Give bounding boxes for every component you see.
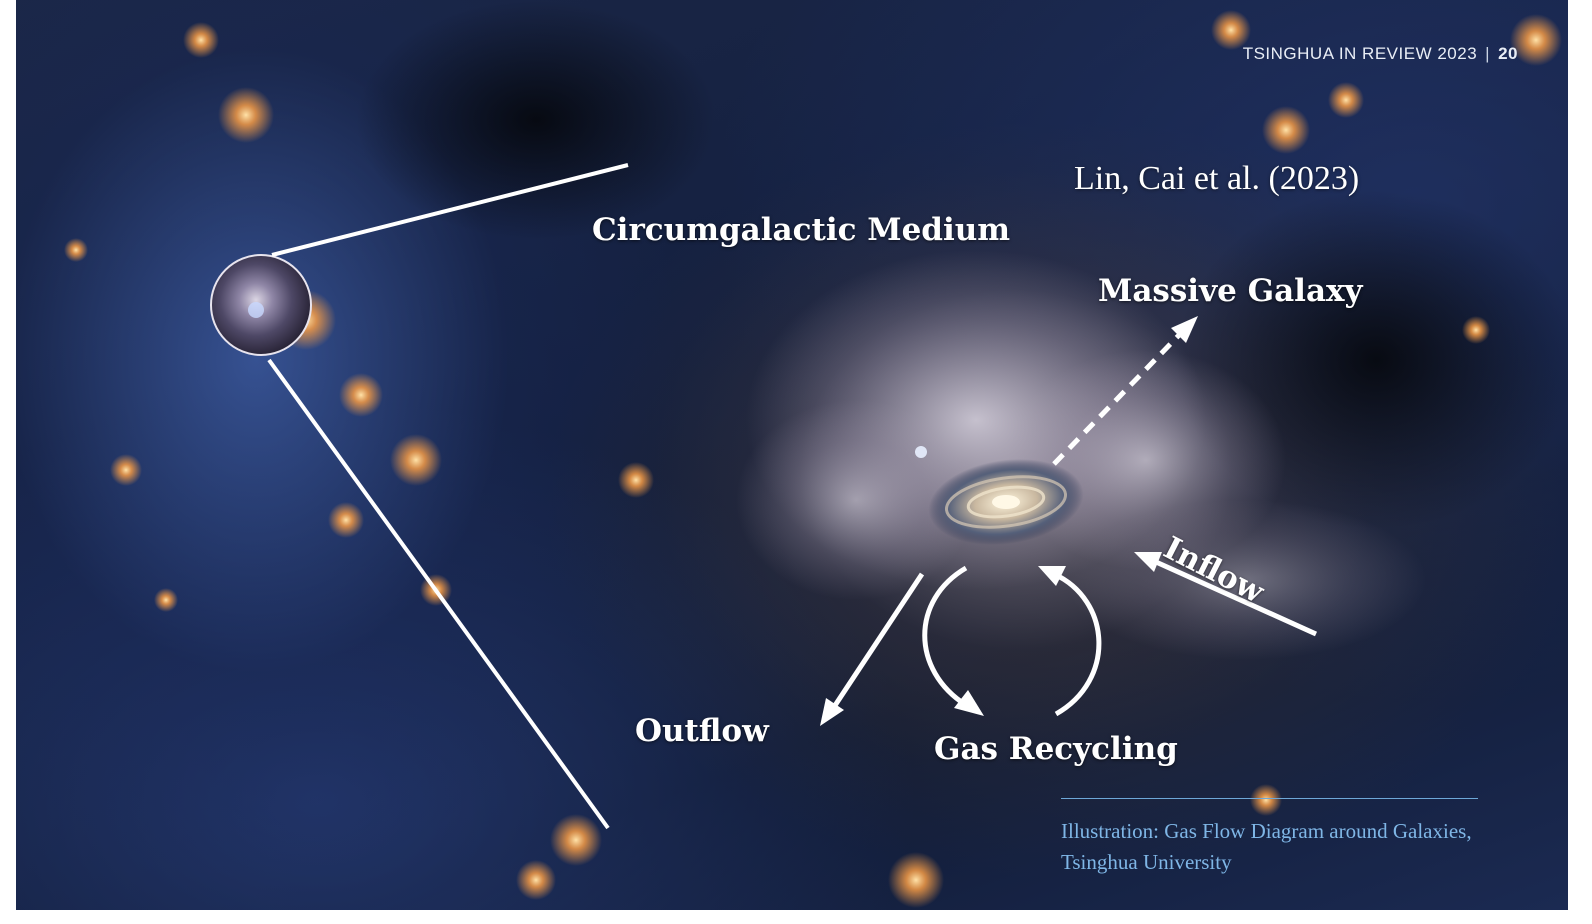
inflow-arrowhead (1134, 552, 1162, 572)
dark-void (356, 0, 716, 240)
label-massive-galaxy: Massive Galaxy (1098, 273, 1363, 309)
label-gas-recycling: Gas Recycling (934, 731, 1178, 767)
recycling-arrowhead-right (1038, 566, 1066, 586)
outflow-arrow (829, 572, 925, 712)
cgm-cloud (1066, 500, 1426, 660)
star-cluster (915, 446, 927, 458)
recycling-arrowhead-left (954, 690, 984, 716)
massive-galaxy-arrow (1052, 328, 1186, 466)
zoom-callout-line-top (271, 163, 629, 257)
caption-divider (1061, 798, 1478, 799)
publication-title: TSINGHUA IN REVIEW 2023 (1242, 44, 1478, 63)
label-circumgalactic-medium: Circumgalactic Medium (592, 212, 1011, 248)
figure-caption: Illustration: Gas Flow Diagram around Ga… (1061, 819, 1472, 874)
label-outflow: Outflow (635, 713, 769, 749)
massive-galaxy-arrowhead (1171, 316, 1198, 343)
cosmic-illustration: Lin, Cai et al. (2023) Circumgalactic Me… (16, 0, 1568, 910)
illustration-graphics (64, 0, 1568, 908)
central-galaxy (928, 459, 1084, 545)
header-separator: | (1485, 44, 1491, 63)
zoom-disc-core (248, 302, 264, 318)
outflow-arrowhead (820, 698, 844, 726)
page-number: 20 (1498, 44, 1518, 63)
recycling-arrow-left (922, 565, 968, 708)
running-header: TSINGHUA IN REVIEW 2023 | 20 (1243, 44, 1518, 64)
filament-glows (64, 10, 1562, 908)
inflow-arrow (1154, 559, 1318, 637)
zoom-callout-line-bottom (267, 358, 610, 830)
citation: Lin, Cai et al. (2023) (1074, 160, 1360, 197)
recycling-arrow-right (1052, 571, 1102, 717)
